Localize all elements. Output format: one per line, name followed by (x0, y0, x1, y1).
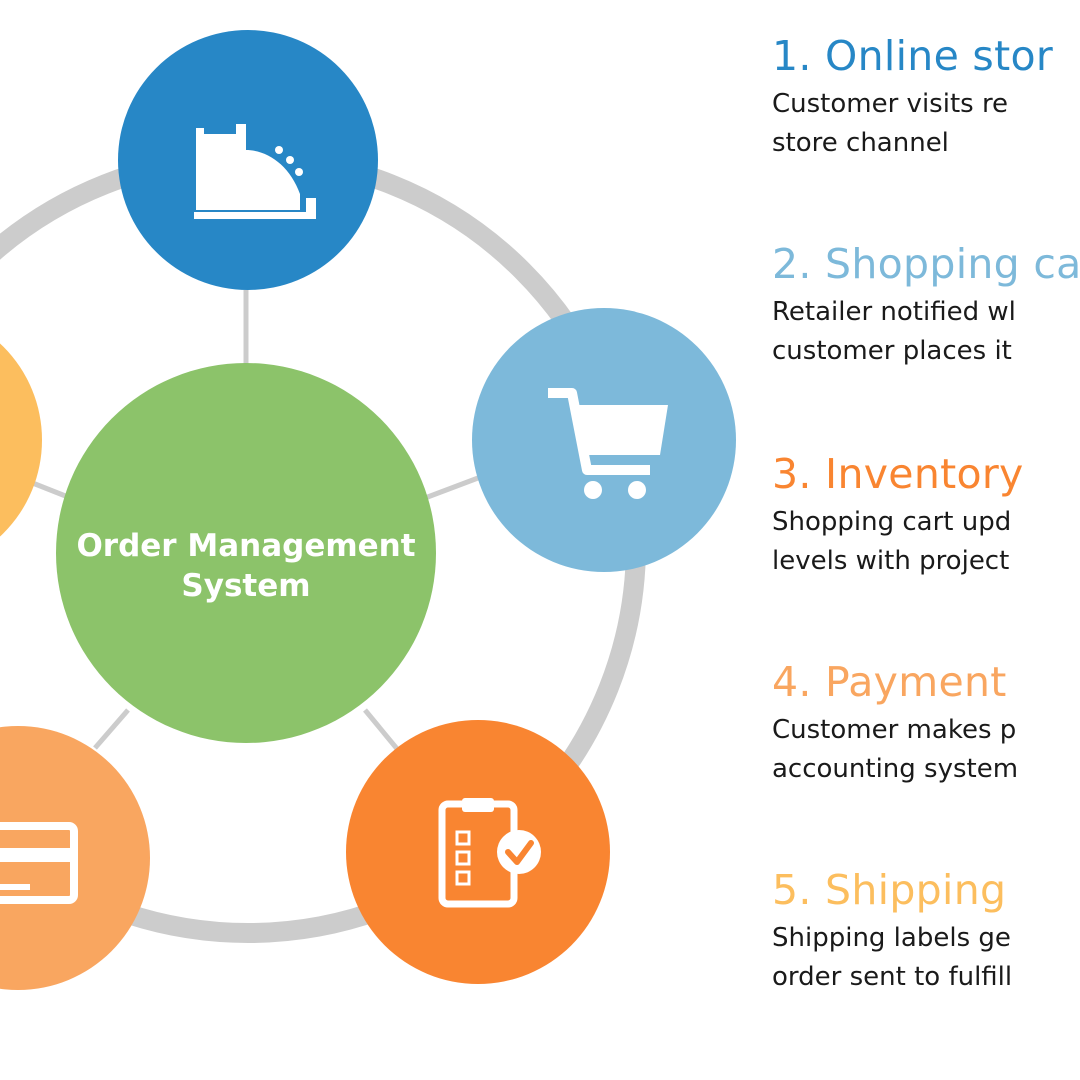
hub-label: Order Management System (56, 526, 436, 606)
step-shipping: 5. Shipping Shipping labels ge order sen… (772, 866, 1012, 996)
step-shopping-cart: 2. Shopping ca Retailer notified wl cust… (772, 240, 1080, 370)
step-desc-line2: levels with project (772, 546, 1010, 576)
checklist-icon (438, 798, 541, 908)
step-desc-line2: customer places it (772, 336, 1012, 366)
step-inventory: 3. Inventory Shopping cart upd levels wi… (772, 450, 1024, 580)
shopping-cart-node (472, 308, 736, 572)
step-desc-line1: Customer makes p (772, 715, 1017, 745)
hub-label-line2: System (181, 568, 311, 604)
order-management-hub (56, 363, 436, 743)
step-desc-line2: accounting system (772, 754, 1019, 784)
step-desc-line1: Shipping labels ge (772, 923, 1011, 953)
step-payment: 4. Payment Customer makes p accounting s… (772, 658, 1018, 788)
step-title: 5. Shipping (772, 866, 1007, 914)
step-title: 4. Payment (772, 658, 1007, 706)
order-management-diagram (0, 30, 736, 990)
cash-register-icon (194, 124, 316, 219)
step-desc-line1: Customer visits re (772, 89, 1009, 119)
steps-list: 1. Online stor Customer visits re store … (772, 0, 1080, 1080)
shipping-node (0, 343, 42, 537)
step-title: 1. Online stor (772, 32, 1054, 80)
payment-node (0, 726, 150, 990)
inventory-node (346, 720, 610, 984)
online-store-node (118, 30, 378, 290)
step-desc-line1: Retailer notified wl (772, 297, 1016, 327)
step-desc-line1: Shopping cart upd (772, 507, 1012, 537)
shopping-cart-icon (548, 388, 668, 499)
credit-card-icon (0, 822, 78, 904)
step-title: 3. Inventory (772, 450, 1024, 498)
step-online-store: 1. Online stor Customer visits re store … (772, 32, 1053, 162)
hub-label-line1: Order Management (76, 528, 416, 564)
step-desc-line2: order sent to fulfill (772, 962, 1013, 992)
step-desc-line2: store channel (772, 128, 949, 158)
step-title: 2. Shopping ca (772, 240, 1080, 288)
